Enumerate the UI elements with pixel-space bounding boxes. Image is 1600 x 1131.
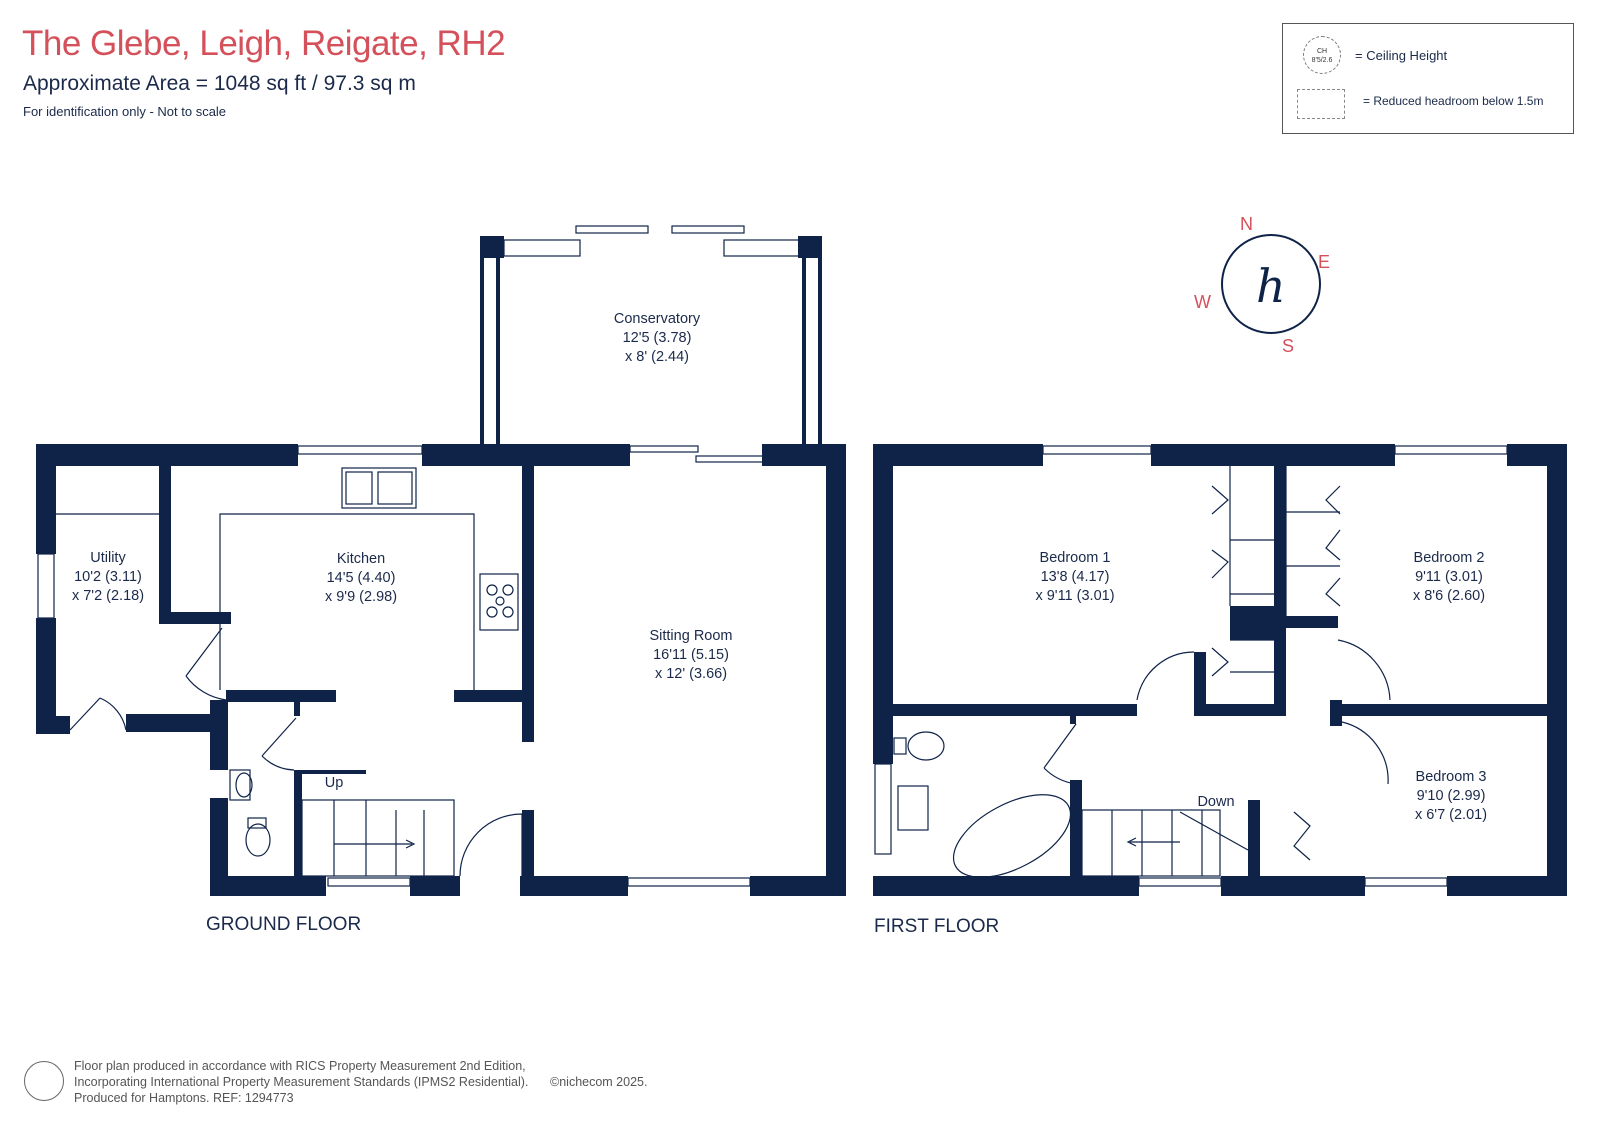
room-name: Conservatory (614, 311, 701, 327)
info-person-icon (24, 1061, 64, 1101)
first-floor-fixtures (874, 445, 1508, 887)
footer-line1: Floor plan produced in accordance with R… (74, 1059, 526, 1073)
room-dim2: x 9'11 (3.01) (1035, 588, 1114, 604)
compass: N E S W h (1194, 214, 1330, 356)
property-title: The Glebe, Leigh, Reigate, RH2 (22, 24, 506, 63)
room-dim2: x 7'2 (2.18) (72, 588, 144, 604)
room-dim1: 9'11 (3.01) (1415, 569, 1483, 585)
room-dim2: x 6'7 (2.01) (1415, 807, 1487, 823)
compass-logo: h (1256, 259, 1286, 313)
room-name: Bedroom 3 (1416, 769, 1487, 785)
ceiling-symbol-line2: 8'5/2.6 (1311, 57, 1333, 64)
ceiling-height-label: = Ceiling Height (1355, 48, 1448, 63)
ceiling-height-symbol: CH 8'5/2.6 (1303, 36, 1341, 74)
compass-ring (1221, 234, 1321, 334)
footer-text: Floor plan produced in accordance with R… (74, 1058, 528, 1106)
room-name: Kitchen (337, 551, 385, 567)
stairs-down-label: Down (1197, 794, 1234, 810)
room-name: Bedroom 1 (1040, 550, 1111, 566)
compass-w: W (1194, 292, 1211, 312)
compass-e: E (1318, 252, 1330, 272)
room-dim2: x 12' (3.66) (655, 666, 727, 682)
legend-box: CH 8'5/2.6 = Ceiling Height = Reduced he… (1282, 23, 1574, 134)
room-dim1: 12'5 (3.78) (623, 330, 692, 346)
room-dim2: x 9'9 (2.98) (325, 589, 397, 605)
room-dim1: 13'8 (4.17) (1041, 569, 1110, 585)
footer-line3: Produced for Hamptons. REF: 1294773 (74, 1091, 294, 1105)
copyright: ©nichecom 2025. (550, 1075, 648, 1089)
first-floor-label: FIRST FLOOR (874, 916, 999, 937)
reduced-headroom-symbol (1297, 89, 1345, 119)
identification-note: For identification only - Not to scale (23, 104, 227, 119)
compass-s: S (1282, 336, 1294, 356)
room-dim1: 14'5 (4.40) (327, 570, 396, 586)
compass-n: N (1240, 214, 1253, 234)
room-name: Bedroom 2 (1414, 550, 1485, 566)
room-dim1: 16'11 (5.15) (653, 647, 729, 663)
reduced-headroom-label: = Reduced headroom below 1.5m (1363, 94, 1544, 108)
ground-floor-label: GROUND FLOOR (206, 914, 361, 935)
first-floor-room-labels: Bedroom 1 13'8 (4.17) x 9'11 (3.01) Bedr… (874, 550, 1487, 937)
stairs-up-label: Up (325, 775, 344, 791)
ceiling-symbol-line1: CH (1316, 48, 1328, 55)
ground-floor-walls (36, 236, 846, 896)
room-dim2: x 8' (2.44) (625, 349, 689, 365)
ground-floor-fixtures (37, 225, 801, 887)
room-dim2: x 8'6 (2.60) (1413, 588, 1485, 604)
room-name: Sitting Room (649, 628, 732, 644)
room-dim1: 9'10 (2.99) (1417, 788, 1486, 804)
approximate-area: Approximate Area = 1048 sq ft / 97.3 sq … (23, 72, 416, 95)
ground-floor-room-labels: Conservatory 12'5 (3.78) x 8' (2.44) Uti… (72, 311, 733, 935)
footer-line2: Incorporating International Property Mea… (74, 1075, 529, 1089)
room-dim1: 10'2 (3.11) (74, 569, 142, 585)
room-name: Utility (90, 550, 126, 566)
first-floor-walls (873, 444, 1567, 896)
